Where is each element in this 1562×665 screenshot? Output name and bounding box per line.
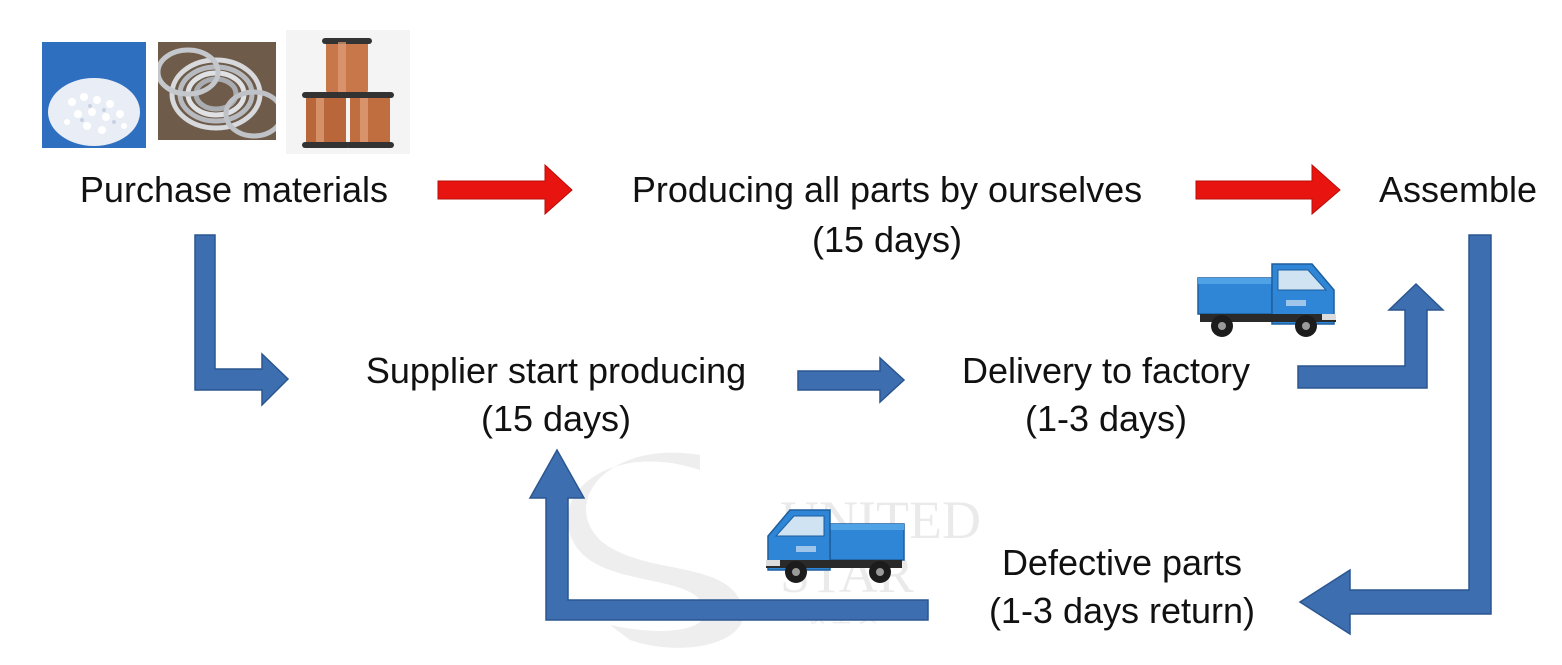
arrow-delivery-to-assemble	[1297, 282, 1445, 389]
truck-icon	[1197, 263, 1336, 337]
arrow-purchase-to-produce	[437, 163, 573, 216]
node-defective-title: Defective parts	[1001, 542, 1243, 583]
copper-wire-spools-photo	[286, 30, 410, 154]
arrow-supplier-to-delivery	[797, 356, 906, 404]
node-purchase-materials: Purchase materials	[45, 167, 423, 213]
watermark-s-mark-icon	[567, 452, 744, 648]
node-assemble: Assemble	[1358, 167, 1558, 213]
node-assemble-title: Assemble	[1378, 169, 1538, 210]
blue-truck-photo-return	[766, 509, 905, 583]
truck-icon	[766, 509, 905, 583]
steel-wire-coil-photo	[158, 42, 276, 140]
node-purchase-materials-title: Purchase materials	[79, 169, 389, 210]
blue-truck-photo-delivery	[1197, 263, 1336, 337]
node-supplier-title: Supplier start producing	[365, 350, 747, 391]
node-producing-all-parts: Producing all parts by ourselves (15 day…	[585, 167, 1189, 263]
arrow-purchase-to-supplier	[194, 234, 290, 407]
node-supplier-start-producing: Supplier start producing (15 days)	[320, 348, 792, 442]
node-producing-all-parts-title: Producing all parts by ourselves	[631, 169, 1143, 210]
arrow-produce-to-assemble	[1195, 163, 1341, 216]
node-defective-parts: Defective parts (1-3 days return)	[952, 540, 1292, 634]
arrow-defective-to-supplier	[528, 448, 929, 621]
node-delivery-duration: (1-3 days)	[1024, 398, 1188, 439]
plastic-pellets-photo	[42, 42, 146, 148]
node-supplier-duration: (15 days)	[480, 398, 632, 439]
arrow-assemble-to-defective	[1298, 234, 1492, 636]
node-defective-duration: (1-3 days return)	[988, 590, 1256, 631]
node-delivery-to-factory: Delivery to factory (1-3 days)	[930, 348, 1282, 442]
node-producing-all-parts-duration: (15 days)	[811, 219, 963, 260]
node-delivery-title: Delivery to factory	[961, 350, 1251, 391]
